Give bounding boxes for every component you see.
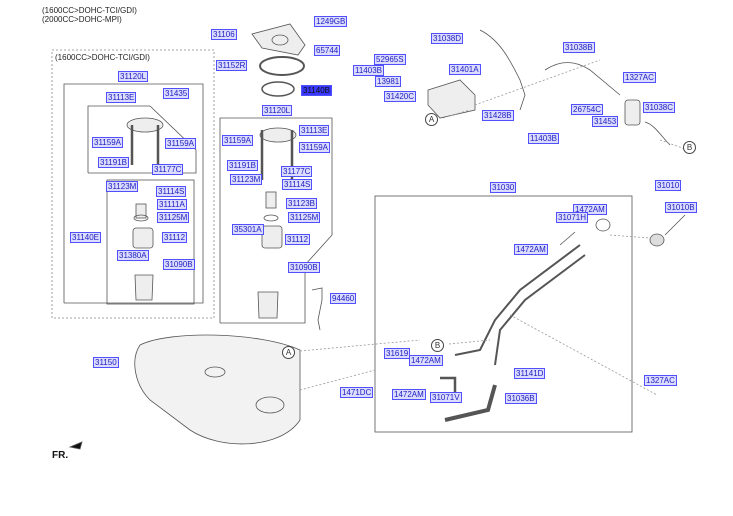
part-label[interactable]: 31112 (285, 234, 311, 245)
part-label[interactable]: 31123B (286, 198, 317, 209)
part-label[interactable]: 31420C (384, 91, 417, 102)
part-label[interactable]: 11403B (528, 133, 559, 144)
part-label[interactable]: 31191B (227, 160, 258, 171)
part-label[interactable]: 31030 (490, 182, 517, 193)
callout-b: B (431, 339, 444, 352)
part-label[interactable]: 31619 (384, 348, 411, 359)
part-label[interactable]: 31380A (117, 250, 149, 261)
callout-b: B (683, 141, 696, 154)
part-label[interactable]: 31435 (163, 88, 190, 99)
part-label[interactable]: 1472AM (573, 204, 607, 215)
part-label[interactable]: 31123M (106, 181, 139, 192)
part-label[interactable]: 31112 (162, 232, 188, 243)
part-label[interactable]: 31125M (157, 212, 190, 223)
part-label[interactable]: 31453 (592, 116, 619, 127)
part-label[interactable]: 31401A (449, 64, 481, 75)
front-marker: FR. (52, 450, 69, 461)
inset-title: (1600CC>DOHC-TCI/GDI) (55, 53, 150, 62)
part-label[interactable]: 31106 (211, 29, 237, 40)
part-label[interactable]: 31191B (98, 157, 129, 168)
part-label[interactable]: 31123M (230, 174, 263, 185)
part-label[interactable]: 1327AC (623, 72, 656, 83)
callout-a: A (425, 113, 438, 126)
part-label[interactable]: 31120L (262, 105, 293, 116)
part-label[interactable]: 31150 (93, 357, 119, 368)
part-label[interactable]: 31177C (281, 166, 313, 177)
part-label[interactable]: 31038B (563, 42, 595, 53)
part-label[interactable]: 31177C (152, 164, 184, 175)
part-label[interactable]: 1249GB (314, 16, 348, 27)
part-label[interactable]: 31140E (70, 232, 101, 243)
part-label[interactable]: 94460 (330, 293, 357, 304)
part-label[interactable]: 31113E (299, 125, 330, 136)
part-label[interactable]: 52965S (374, 54, 406, 65)
part-label[interactable]: 31159A (222, 135, 253, 146)
part-label[interactable]: 35301A (232, 224, 264, 235)
part-label[interactable]: 31038C (643, 102, 676, 113)
part-label[interactable]: 31071V (430, 392, 462, 403)
part-label[interactable]: 31125M (288, 212, 321, 223)
part-label[interactable]: 31114S (156, 186, 187, 197)
part-label[interactable]: 31090B (288, 262, 320, 273)
part-label[interactable]: 31114S (282, 179, 313, 190)
part-label[interactable]: 1327AC (644, 375, 677, 386)
part-label[interactable]: 31152R (216, 60, 248, 71)
part-label[interactable]: 13981 (375, 76, 402, 87)
part-label[interactable]: 31010B (665, 202, 697, 213)
part-label[interactable]: 1472AM (409, 355, 443, 366)
part-label[interactable]: 31038D (431, 33, 464, 44)
part-label-selected[interactable]: 31140B (301, 85, 332, 96)
part-label[interactable]: 65744 (314, 45, 341, 56)
part-label[interactable]: 31428B (482, 110, 514, 121)
engine-variant-2: (2000CC>DOHC-MPI) (42, 15, 122, 24)
part-label[interactable]: 1472AM (514, 244, 548, 255)
part-label[interactable]: 31113E (106, 92, 137, 103)
engine-variant-1: (1600CC>DOHC-TCI/GDI) (42, 6, 137, 15)
part-label[interactable]: 31159A (299, 142, 330, 153)
part-label[interactable]: 11403B (353, 65, 384, 76)
part-label[interactable]: 31159A (92, 137, 123, 148)
callout-a: A (282, 346, 295, 359)
part-label[interactable]: 1472AM (392, 389, 426, 400)
part-label[interactable]: 31090B (163, 259, 195, 270)
part-label[interactable]: 1471DC (340, 387, 374, 398)
part-label[interactable]: 31010 (655, 180, 682, 191)
part-label[interactable]: 31036B (505, 393, 537, 404)
part-label[interactable]: 31141D (514, 368, 546, 379)
part-label[interactable]: 31120L (118, 71, 149, 82)
part-label[interactable]: 26754C (571, 104, 604, 115)
part-label[interactable]: 31111A (157, 199, 187, 210)
part-label[interactable]: 31071H (556, 212, 589, 223)
part-label[interactable]: 31159A (165, 138, 196, 149)
